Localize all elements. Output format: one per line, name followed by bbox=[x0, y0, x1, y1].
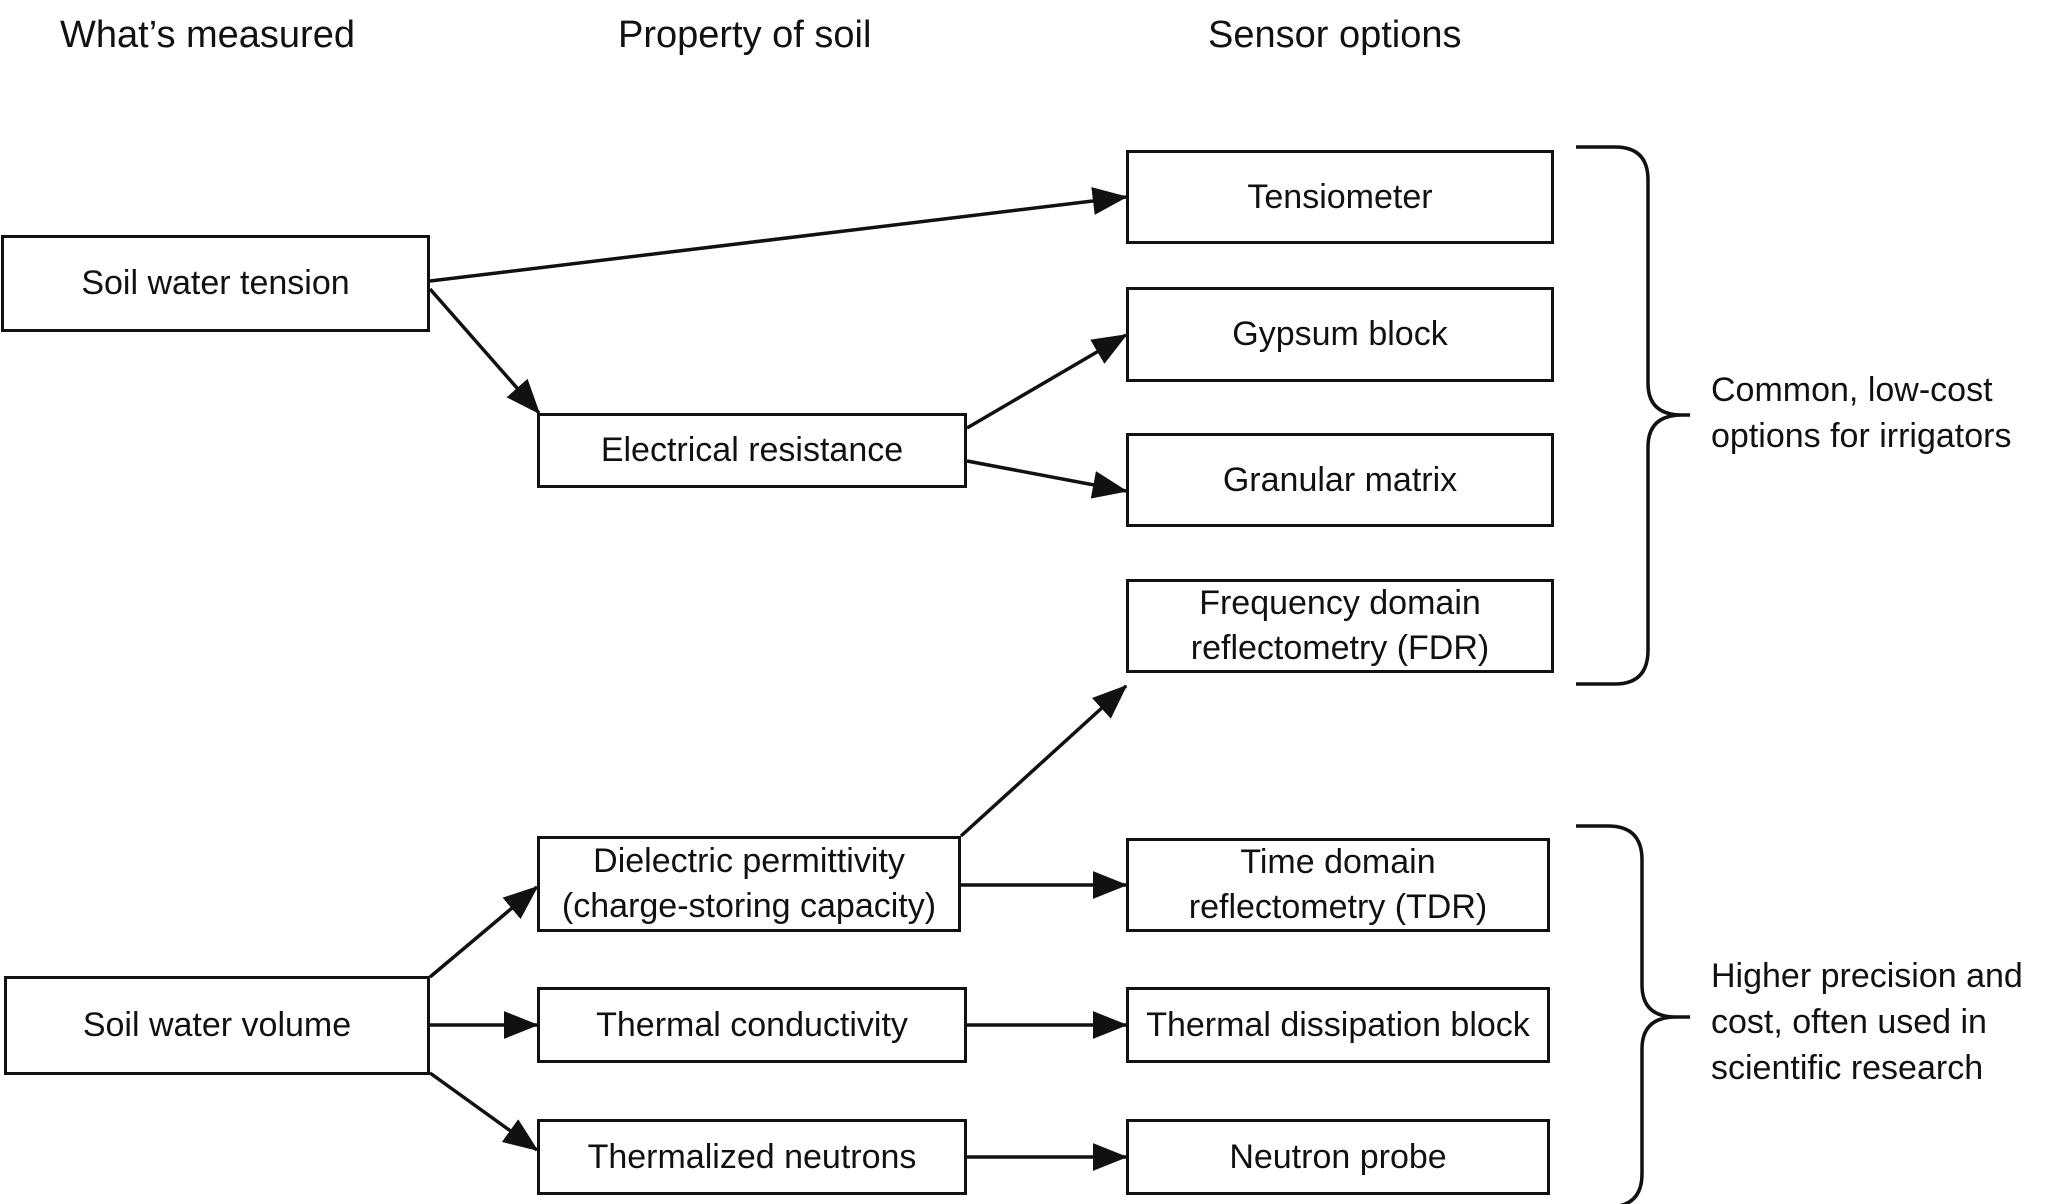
box-tensiometer: Tensiometer bbox=[1126, 150, 1554, 244]
header-whats-measured: What’s measured bbox=[60, 14, 355, 56]
arrow-volume-to-dielectric bbox=[428, 885, 539, 979]
box-thermalized-neutrons: Thermalized neutrons bbox=[537, 1119, 967, 1195]
arrow-tension-to-tensiometer bbox=[429, 187, 1128, 283]
arrow-dielectric-to-fdr bbox=[959, 684, 1128, 838]
box-thermal-dissipation-block: Thermal dissipation block bbox=[1126, 987, 1550, 1063]
label-fdr-line1: Frequency domain bbox=[1199, 584, 1481, 623]
label-soil-water-tension: Soil water tension bbox=[81, 264, 350, 303]
label-soil-water-volume: Soil water volume bbox=[82, 1006, 352, 1045]
arrow-volume-to-thermalized-neutrons bbox=[428, 1071, 539, 1152]
label-thermal-dissipation-block: Thermal dissipation block bbox=[1146, 1005, 1530, 1044]
arrow-resistance-to-gypsum-block bbox=[966, 333, 1128, 430]
label-gypsum-block: Gypsum block bbox=[1232, 315, 1448, 354]
note-high-precision: Higher precision and cost, often used in… bbox=[1711, 954, 2023, 1092]
brace-high-precision bbox=[1576, 824, 1690, 1204]
note-high-precision-line2: cost, often used in bbox=[1711, 1002, 1987, 1041]
box-electrical-resistance: Electrical resistance bbox=[537, 413, 967, 488]
note-low-cost-line2: options for irrigators bbox=[1711, 416, 2012, 455]
box-neutron-probe: Neutron probe bbox=[1126, 1119, 1550, 1195]
label-dielectric-line1: Dielectric permittivity bbox=[593, 842, 905, 881]
label-dielectric-line2: (charge-storing capacity) bbox=[561, 887, 937, 925]
label-tensiometer: Tensiometer bbox=[1247, 177, 1433, 216]
arrow-tension-to-electrical-resistance bbox=[428, 287, 541, 415]
header-sensor-options: Sensor options bbox=[1208, 14, 1462, 56]
label-granular-matrix: Granular matrix bbox=[1222, 460, 1458, 499]
note-low-cost: Common, low-cost options for irrigators bbox=[1711, 368, 2011, 460]
label-neutron-probe: Neutron probe bbox=[1229, 1137, 1447, 1176]
note-high-precision-line1: Higher precision and bbox=[1711, 957, 2023, 995]
note-low-cost-line1: Common, low-cost bbox=[1711, 371, 1993, 409]
label-thermal-conductivity: Thermal conductivity bbox=[596, 1005, 908, 1044]
label-thermalized-neutrons: Thermalized neutrons bbox=[587, 1137, 917, 1176]
box-tdr: Time domain reflectometry (TDR) bbox=[1126, 838, 1550, 932]
header-property-of-soil: Property of soil bbox=[618, 14, 872, 56]
box-fdr: Frequency domain reflectometry (FDR) bbox=[1126, 579, 1554, 673]
box-dielectric-permittivity: Dielectric permittivity (charge-storing … bbox=[537, 836, 961, 932]
label-electrical-resistance: Electrical resistance bbox=[600, 431, 904, 470]
box-thermal-conductivity: Thermal conductivity bbox=[537, 987, 967, 1063]
label-tdr-line2: reflectometry (TDR) bbox=[1188, 888, 1488, 926]
label-fdr-line2: reflectometry (FDR) bbox=[1190, 629, 1490, 667]
box-soil-water-tension: Soil water tension bbox=[1, 235, 430, 332]
arrow-resistance-to-granular-matrix bbox=[966, 459, 1128, 499]
box-soil-water-volume: Soil water volume bbox=[4, 976, 430, 1075]
box-gypsum-block: Gypsum block bbox=[1126, 287, 1554, 382]
note-high-precision-line3: scientific research bbox=[1711, 1048, 1984, 1087]
label-tdr-line1: Time domain bbox=[1240, 843, 1436, 882]
brace-low-cost bbox=[1576, 145, 1690, 686]
box-granular-matrix: Granular matrix bbox=[1126, 433, 1554, 527]
